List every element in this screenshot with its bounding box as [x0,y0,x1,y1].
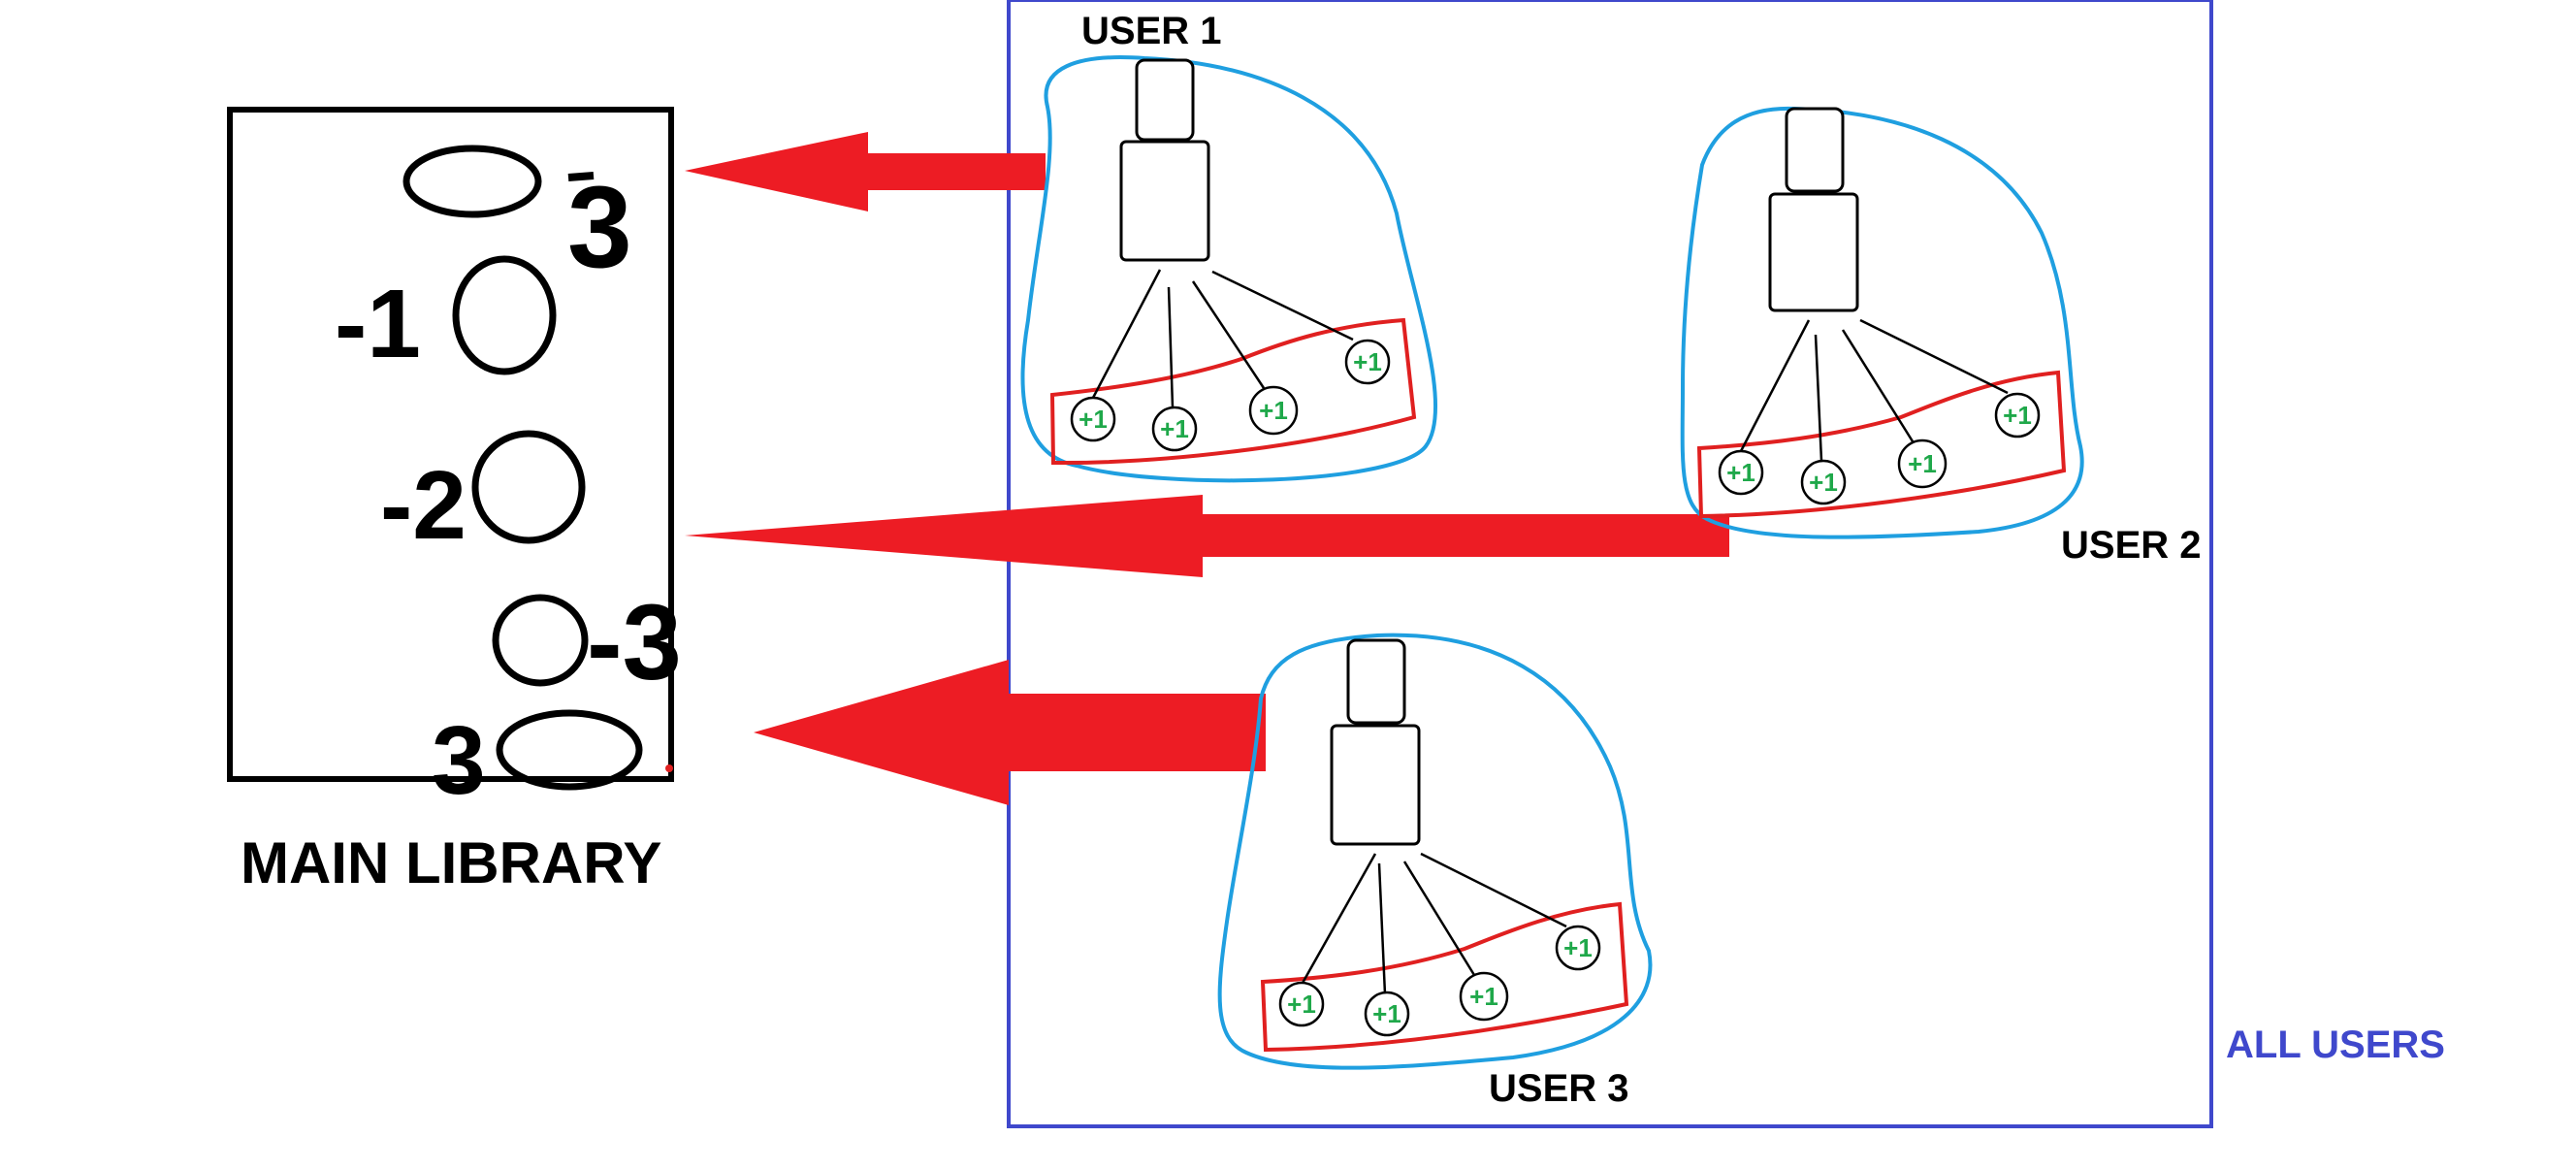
user-3-link-4 [1420,852,1567,928]
user-1-link-2 [1167,286,1175,408]
user-3-child-2: +1 [1364,991,1410,1037]
main-library: MAIN LIBRARY 3 -1 -2 -3 3 [227,107,682,895]
library-count-5: 3 [432,706,486,815]
user-1-group: +1 +1 +1 +1 USER 1 [1020,10,1438,483]
library-count-4: -3 [587,583,682,702]
library-item-2 [452,255,557,375]
svg-text:+1: +1 [1372,999,1401,1028]
user-3-body [1330,724,1421,846]
user-1-children-group [1049,317,1417,466]
svg-text:+1: +1 [1908,449,1937,478]
user-2-link-4 [1859,318,2009,395]
user-2-group: +1 +1 +1 +1 USER 2 [1680,106,2202,567]
user-3-link-2 [1377,862,1387,995]
user-1-link-3 [1191,280,1266,389]
library-red-dot [665,764,673,772]
all-users-frame [1007,0,2213,1128]
library-item-5 [496,709,643,791]
svg-text:+1: +1 [1809,468,1838,497]
user-3-label: USER 3 [1489,1067,1629,1110]
svg-text:+1: +1 [1259,396,1288,425]
user-2-child-1: +1 [1718,449,1764,496]
user-1-child-2: +1 [1151,406,1198,452]
arrow-user2-to-library [685,495,1729,577]
user-2-link-3 [1841,329,1915,442]
user-2-child-4: +1 [1994,392,2041,439]
user-1-child-1: +1 [1070,396,1116,442]
svg-text:+1: +1 [1469,982,1498,1011]
arrow-user3-to-library [754,660,1266,805]
svg-text:+1: +1 [2003,401,2032,430]
library-item-1 [402,145,542,218]
user-1-child-4: +1 [1344,339,1391,385]
user-2-child-2: +1 [1800,459,1847,505]
user-3-group: +1 +1 +1 +1 USER 3 [1217,633,1653,1110]
user-3-child-3: +1 [1459,971,1509,1022]
library-count-2: -1 [335,270,421,378]
library-count-3: -2 [380,451,467,560]
user-1-child-3: +1 [1248,385,1299,436]
user-2-body [1768,192,1859,312]
user-2-children-group [1696,370,2067,519]
user-1-head [1135,58,1195,142]
user-2-head [1785,107,1845,193]
library-dash-1 [567,172,595,181]
user-1-body [1119,140,1210,262]
arrows [685,132,1729,805]
user-2-outline [1680,106,2084,539]
user-3-head [1346,638,1406,725]
library-count-1: 3 [567,162,632,292]
user-3-outline [1217,633,1653,1070]
user-3-children-group [1260,901,1629,1053]
svg-text:+1: +1 [1287,990,1316,1019]
svg-text:+1: +1 [1079,405,1108,434]
user-3-link-3 [1402,861,1476,976]
library-box [227,107,674,782]
arrow-user1-to-library [685,132,1046,211]
svg-text:+1: +1 [1726,458,1755,487]
user-2-child-3: +1 [1897,439,1948,489]
user-2-link-1 [1739,319,1811,452]
user-2-label: USER 2 [2061,524,2202,567]
library-title: MAIN LIBRARY [241,830,661,895]
library-item-3 [471,430,586,544]
all-users-label: ALL USERS [2226,1024,2445,1066]
user-3-link-1 [1300,853,1377,986]
user-3-child-4: +1 [1555,925,1601,971]
svg-text:+1: +1 [1353,347,1382,376]
user-3-child-1: +1 [1278,981,1325,1027]
svg-text:+1: +1 [1160,414,1189,443]
user-2-link-2 [1814,334,1823,462]
user-1-label: USER 1 [1081,10,1222,52]
svg-text:+1: +1 [1563,933,1593,962]
user-1-link-1 [1091,269,1162,399]
library-item-4 [492,594,589,687]
user-1-link-4 [1211,270,1354,341]
